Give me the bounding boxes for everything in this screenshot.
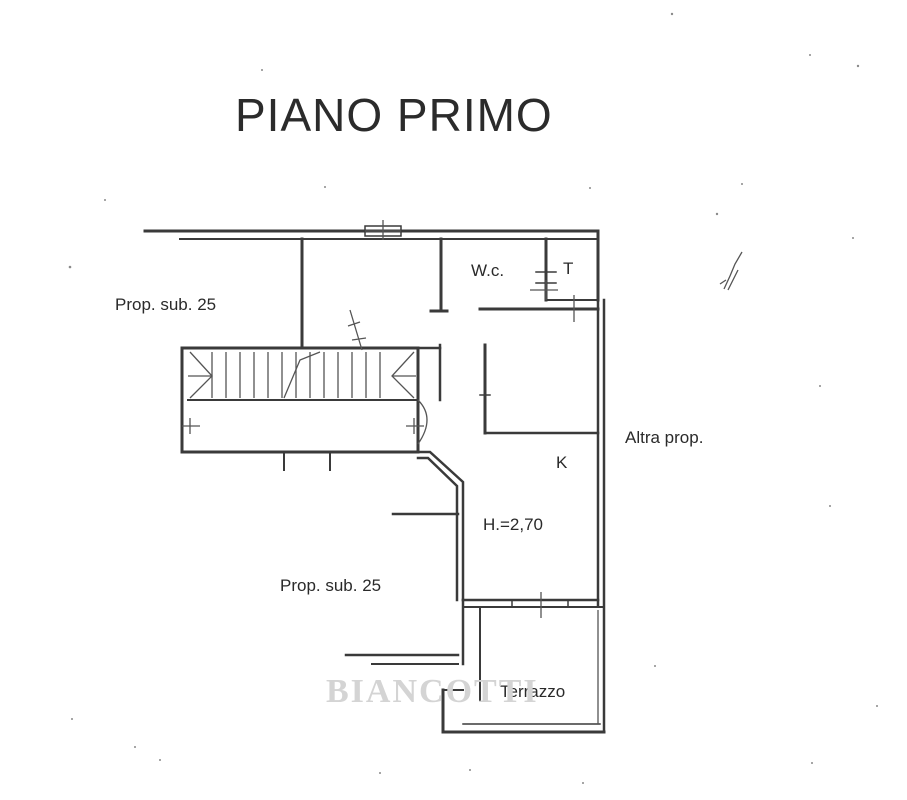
label-height: H.=2,70 — [483, 515, 543, 534]
scribble-mark — [719, 251, 743, 291]
door-symbol — [530, 280, 558, 300]
label-t: T — [563, 259, 573, 278]
window — [511, 599, 569, 608]
label-terrazzo: Terrazzo — [500, 682, 565, 701]
watermark: BIANCOTTI — [326, 673, 539, 710]
label-k: K — [556, 453, 568, 472]
label-prop-sub-bottom: Prop. sub. 25 — [280, 576, 381, 595]
staircase — [188, 309, 416, 399]
label-prop-sub-top: Prop. sub. 25 — [115, 295, 216, 314]
scan-noise — [68, 12, 878, 784]
plan-title: PIANO PRIMO — [235, 89, 553, 141]
label-altra-prop: Altra prop. — [625, 428, 703, 447]
label-wc: W.c. — [471, 261, 504, 280]
